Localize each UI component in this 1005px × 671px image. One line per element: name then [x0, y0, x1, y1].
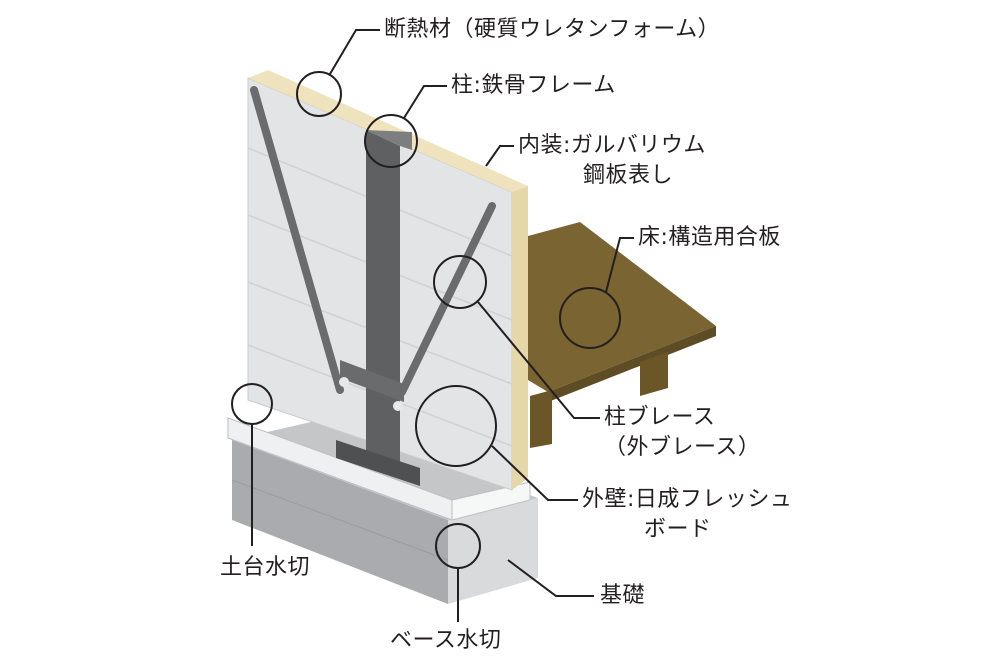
leader-column: [403, 85, 447, 119]
leader-interior: [485, 145, 514, 167]
label-insulation: 断熱材（硬質ウレタンフォーム）: [384, 17, 721, 42]
leader-exterior: [491, 445, 578, 501]
label-exterior-line2: ボード: [644, 517, 712, 542]
floor-plywood: [528, 222, 716, 448]
label-interior: 内装:ガルバリウム 鋼板表し: [518, 131, 706, 191]
label-brace: 柱ブレース （外ブレース）: [604, 403, 760, 463]
callout-circle-brace: [433, 255, 487, 309]
callout-circle-insulation: [296, 71, 342, 117]
brace-rods: [250, 86, 496, 411]
leader-brace: [477, 301, 600, 419]
leader-insulation: [329, 29, 380, 75]
label-brace-line2: （外ブレース）: [604, 435, 761, 460]
label-exterior-line1: 外壁:日成フレッシュ: [582, 487, 793, 512]
base-flashing-strip: [227, 417, 531, 521]
leader-foundation: [507, 559, 594, 597]
label-column: 柱:鉄骨フレーム: [451, 73, 616, 98]
label-brace-line1: 柱ブレース: [604, 405, 716, 430]
label-floor: 床:構造用合板: [638, 225, 781, 250]
callout-circle-exterior: [415, 385, 497, 467]
label-sill-flashing: 土台水切: [220, 555, 311, 580]
callout-circle-floor: [559, 287, 621, 349]
label-foundation: 基礎: [600, 583, 646, 608]
leader-floor: [605, 237, 634, 293]
steel-column-frame: [336, 130, 420, 486]
label-interior-line2: 鋼板表し: [583, 163, 674, 188]
foundation-block: [231, 420, 538, 604]
callout-circle-column: [364, 114, 418, 168]
label-interior-line1: 内装:ガルバリウム: [518, 133, 706, 158]
label-base-flashing: ベース水切: [390, 628, 502, 653]
label-exterior: 外壁:日成フレッシュ ボード: [582, 485, 792, 545]
